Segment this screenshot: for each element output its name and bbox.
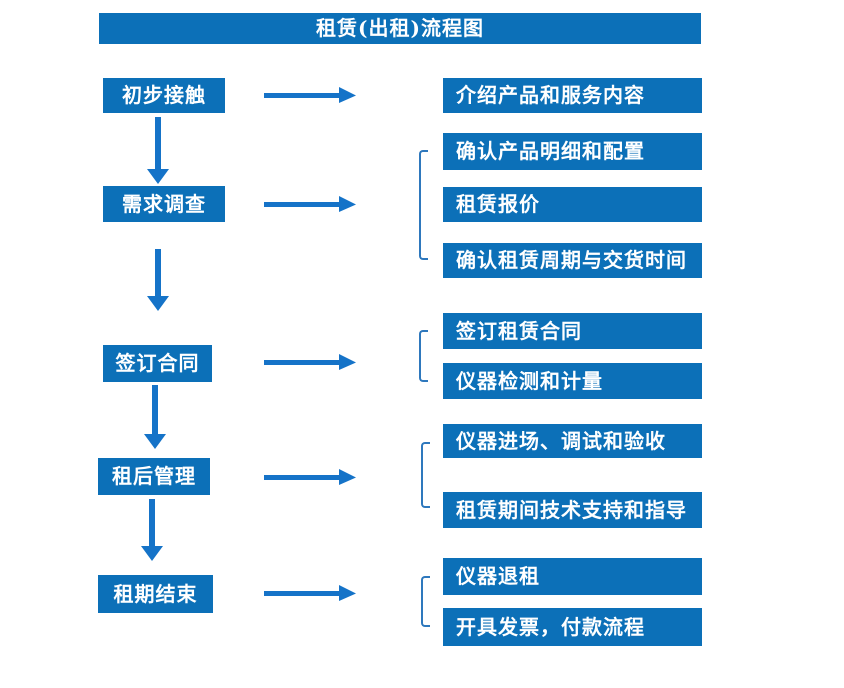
detail-box-invoice-payment: 开具发票，付款流程 bbox=[443, 608, 702, 646]
detail-box-confirm-period: 确认租赁周期与交货时间 bbox=[443, 243, 702, 278]
group-bracket bbox=[421, 442, 430, 508]
group-bracket bbox=[421, 576, 430, 627]
detail-box-sign-lease: 签订租赁合同 bbox=[443, 313, 702, 349]
step-box-post-rental-mgmt: 租后管理 bbox=[98, 458, 210, 495]
step-box-initial-contact: 初步接触 bbox=[103, 78, 225, 113]
group-bracket bbox=[419, 330, 428, 382]
detail-box-tech-support: 租赁期间技术支持和指导 bbox=[443, 492, 702, 528]
right-arrow-icon bbox=[264, 196, 356, 212]
detail-box-instrument-test: 仪器检测和计量 bbox=[443, 363, 702, 399]
right-arrow-icon bbox=[264, 469, 356, 485]
right-arrow-icon bbox=[264, 87, 356, 103]
down-arrow-icon bbox=[141, 499, 163, 561]
step-box-sign-contract: 签订合同 bbox=[103, 345, 212, 382]
detail-box-rental-quote: 租赁报价 bbox=[443, 187, 702, 222]
flowchart-title: 租赁(出租)流程图 bbox=[99, 13, 701, 44]
down-arrow-icon bbox=[144, 385, 166, 449]
right-arrow-icon bbox=[264, 354, 356, 370]
right-arrow-icon bbox=[264, 585, 356, 601]
detail-box-confirm-config: 确认产品明细和配置 bbox=[443, 133, 702, 170]
step-box-rental-end: 租期结束 bbox=[98, 575, 213, 613]
group-bracket bbox=[419, 150, 428, 260]
step-box-demand-survey: 需求调查 bbox=[103, 186, 225, 222]
down-arrow-icon bbox=[147, 117, 169, 184]
detail-box-intro-products: 介绍产品和服务内容 bbox=[443, 78, 702, 113]
detail-box-instrument-return: 仪器退租 bbox=[443, 558, 702, 595]
detail-box-instrument-entry: 仪器进场、调试和验收 bbox=[443, 424, 702, 458]
down-arrow-icon bbox=[147, 249, 169, 311]
